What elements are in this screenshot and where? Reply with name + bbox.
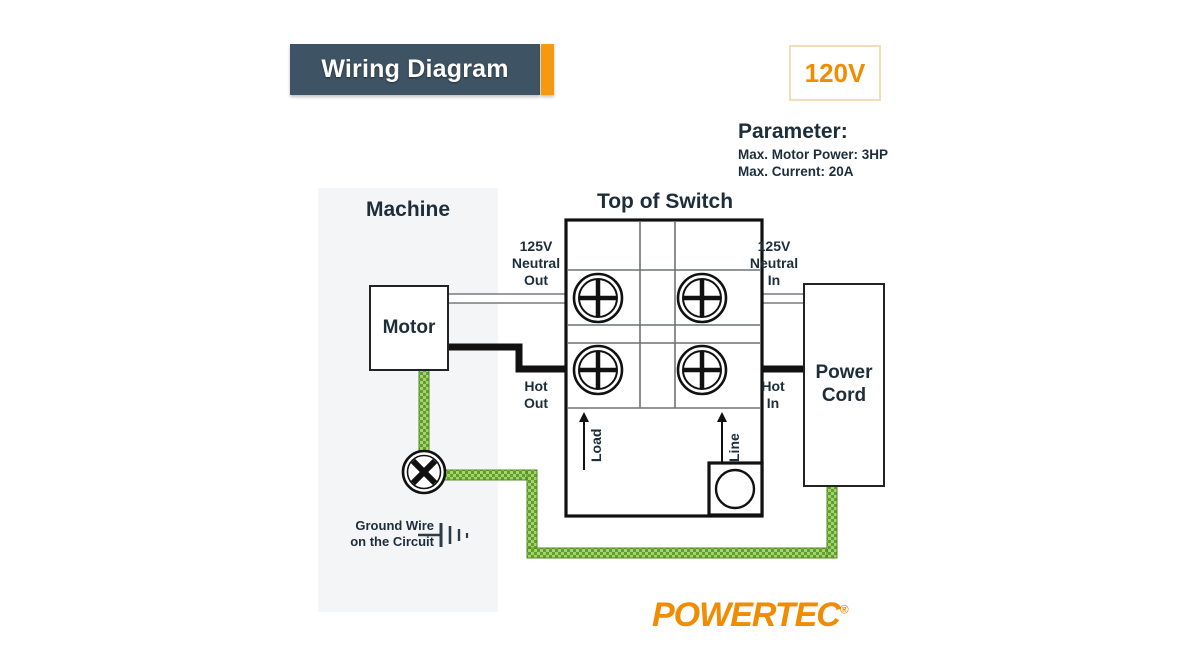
label-load: Load bbox=[588, 428, 604, 462]
page-title-banner: Wiring Diagram bbox=[290, 44, 540, 95]
parameter-max-current: Max. Current: 20A bbox=[738, 164, 854, 179]
title-accent-stripe bbox=[541, 44, 554, 95]
machine-label: Machine bbox=[365, 198, 451, 221]
motor-box: Motor bbox=[369, 285, 449, 371]
motor-label: Motor bbox=[382, 317, 436, 338]
registered-mark: ® bbox=[839, 602, 849, 617]
logo-wordmark: POWERTEC bbox=[652, 596, 841, 634]
label-line: Line bbox=[726, 433, 742, 462]
parameter-max-motor-power: Max. Motor Power: 3HP bbox=[738, 147, 889, 162]
switch-button[interactable] bbox=[707, 461, 764, 517]
powertec-logo: POWERTEC® bbox=[652, 596, 849, 635]
load-arrow-icon bbox=[579, 412, 589, 470]
page-title: Wiring Diagram bbox=[321, 55, 509, 83]
terminal-screw-neutral-in bbox=[676, 272, 728, 324]
line-arrow-icon bbox=[717, 412, 727, 470]
machine-panel bbox=[318, 188, 498, 612]
switch-caption: Top of Switch bbox=[596, 190, 734, 213]
hot-wire-out bbox=[443, 343, 596, 373]
ground-terminal-icon bbox=[401, 449, 447, 495]
parameter-heading: Parameter: bbox=[738, 120, 848, 143]
terminal-screw-neutral-out bbox=[572, 272, 624, 324]
terminal-screw-hot-out bbox=[572, 344, 624, 396]
terminal-screw-hot-in bbox=[676, 344, 728, 396]
voltage-badge-label: 120V bbox=[804, 57, 866, 88]
ground-symbol-icon bbox=[418, 523, 469, 547]
voltage-badge: 120V bbox=[789, 45, 881, 101]
